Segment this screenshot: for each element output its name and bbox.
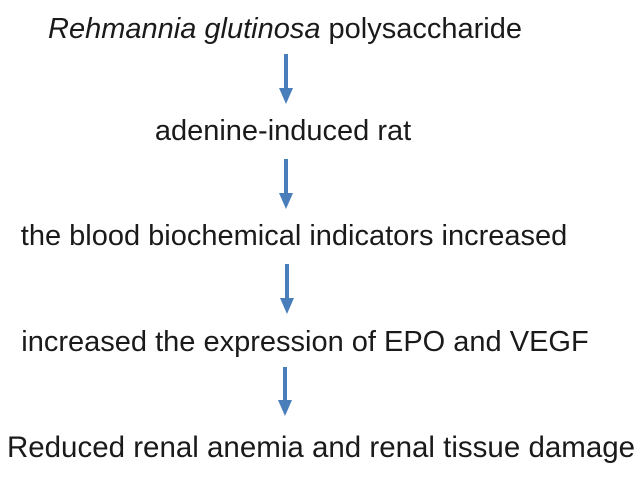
down-arrow-icon [279,54,293,104]
step-blood-indicators: the blood biochemical indicators increas… [20,220,568,252]
down-arrow-icon [278,367,292,416]
down-arrow-icon [280,264,294,314]
species-name-italic: Rehmannia glutinosa [48,13,321,45]
step-reduced-renal-anemia: Reduced renal anemia and renal tissue da… [6,431,636,464]
step-adenine-induced-rat: adenine-induced rat [154,115,412,147]
step-rehmannia-polysaccharide: Rehmannia glutinosa polysaccharide [48,12,522,46]
step-epo-vegf-expression: increased the expression of EPO and VEGF [21,326,589,358]
down-arrow-icon [279,159,293,209]
step-title-regular: polysaccharide [320,13,522,45]
